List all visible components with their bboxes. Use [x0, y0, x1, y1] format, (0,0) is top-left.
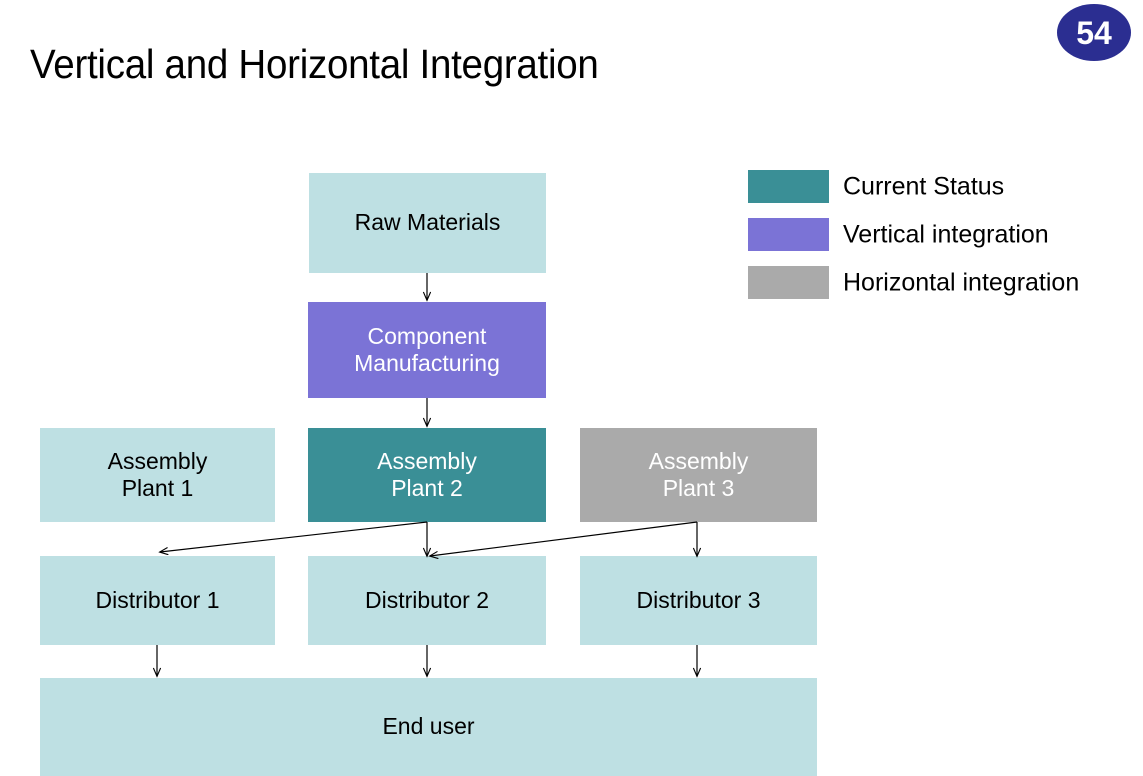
node-distributor-3[interactable]: Distributor 3	[580, 556, 817, 645]
connector-plant2-to-dist1	[160, 521, 428, 552]
page-title: Vertical and Horizontal Integration	[30, 41, 599, 87]
node-component-manufacturing[interactable]: Component Manufacturing	[308, 302, 546, 398]
connector-plant3-to-dist2	[430, 521, 698, 556]
node-assembly-plant-3[interactable]: Assembly Plant 3	[580, 428, 817, 522]
node-distributor-2[interactable]: Distributor 2	[308, 556, 546, 645]
legend-label-vertical-integration: Vertical integration	[843, 220, 1049, 248]
node-end-user[interactable]: End user	[40, 678, 817, 776]
legend-label-horizontal-integration: Horizontal integration	[843, 268, 1080, 296]
node-distributor-1[interactable]: Distributor 1	[40, 556, 275, 645]
page-number-badge: 54	[1057, 4, 1131, 61]
node-raw-materials[interactable]: Raw Materials	[309, 173, 546, 273]
legend-label-current-status: Current Status	[843, 172, 1005, 200]
node-assembly-plant-2[interactable]: Assembly Plant 2	[308, 428, 546, 522]
legend-swatch-vertical-integration	[748, 218, 829, 251]
legend-swatch-horizontal-integration	[748, 266, 829, 299]
node-assembly-plant-1[interactable]: Assembly Plant 1	[40, 428, 275, 522]
legend-swatch-current-status	[748, 170, 829, 203]
